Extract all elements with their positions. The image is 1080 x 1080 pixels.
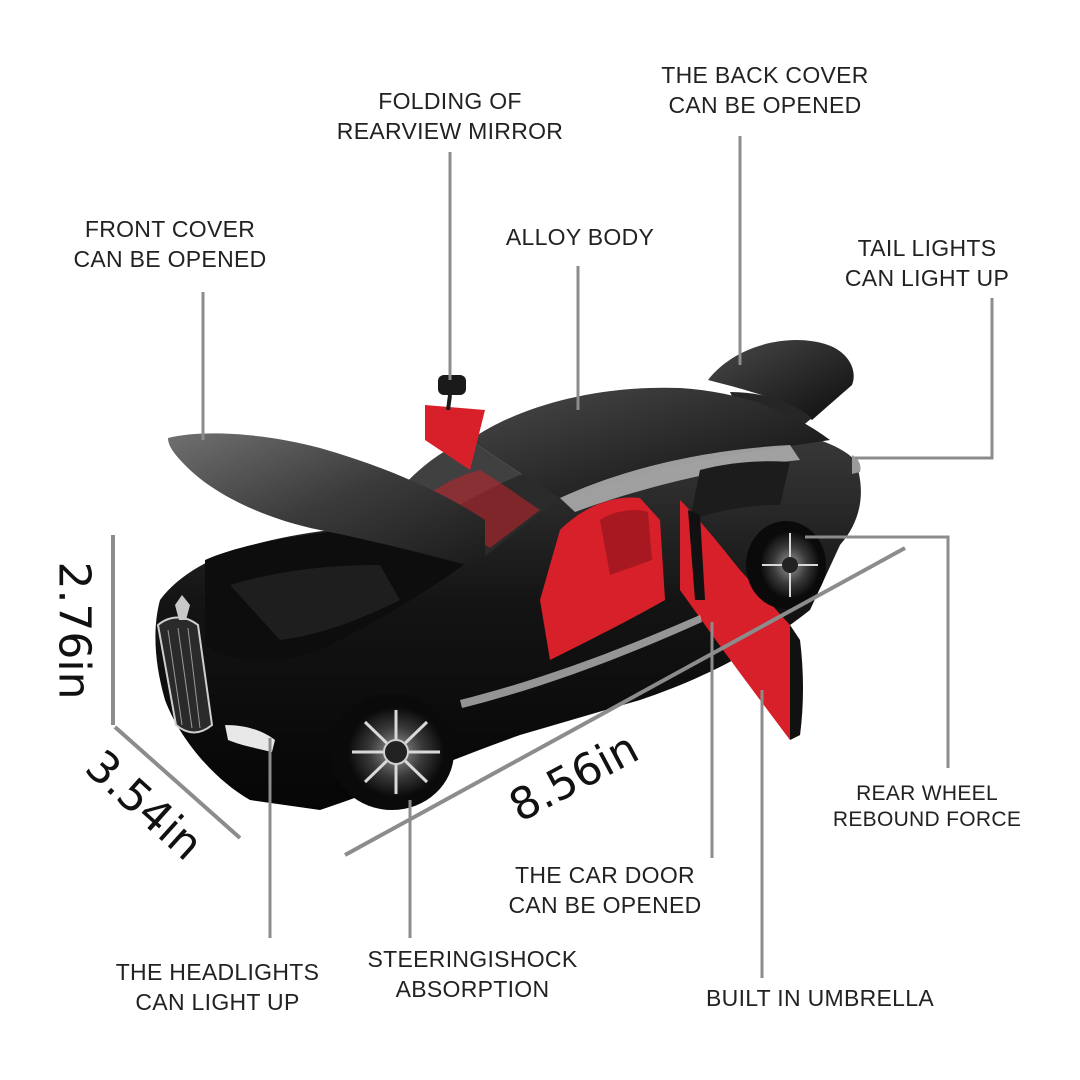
label-folding-mirror: FOLDING OF REARVIEW MIRROR (336, 88, 564, 144)
label-front-cover: FRONT COVER CAN BE OPENED (73, 216, 267, 272)
dim-line-width (113, 725, 242, 840)
trunk-lid (708, 340, 854, 420)
leader-tail-lights (855, 298, 994, 460)
rear-wheel (746, 521, 826, 609)
leader-rear-wheel (805, 535, 950, 768)
dim-line-length (344, 546, 906, 857)
front-wheel (330, 694, 454, 810)
open-door (680, 500, 802, 740)
front-hood (168, 433, 485, 570)
label-alloy-body: ALLOY BODY (505, 224, 655, 250)
label-car-door: THE CAR DOOR CAN BE OPENED (508, 862, 702, 918)
headlight (225, 725, 275, 752)
leader-lines (201, 136, 994, 978)
label-headlights: THE HEADLIGHTS CAN LIGHT UP (115, 959, 320, 1015)
label-rear-wheel: REAR WHEEL REBOUND FORCE (832, 782, 1022, 831)
label-steering: STEERINGISHOCK ABSORPTION (367, 946, 578, 1002)
label-umbrella: BUILT IN UMBRELLA (706, 985, 934, 1011)
dimension-lines (111, 535, 906, 857)
label-back-cover: THE BACK COVER CAN BE OPENED (661, 62, 869, 118)
car-roof (470, 387, 830, 498)
dim-height-label: 2.76in (48, 561, 100, 700)
label-tail-lights: TAIL LIGHTS CAN LIGHT UP (844, 235, 1010, 291)
